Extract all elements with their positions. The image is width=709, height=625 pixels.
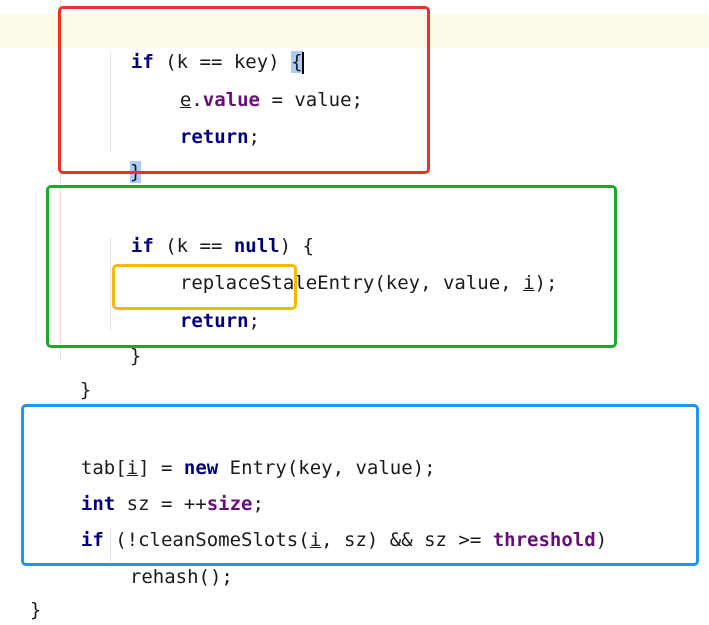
keyword-new: new bbox=[183, 457, 219, 479]
code-text: ) { bbox=[279, 235, 314, 257]
variable-i: i bbox=[126, 457, 139, 479]
field-threshold: threshold bbox=[492, 529, 596, 551]
code-text: sz = ++ bbox=[115, 493, 207, 515]
variable-e: e bbox=[179, 89, 192, 111]
field-size: size bbox=[206, 493, 253, 515]
code-line[interactable]: return; bbox=[157, 276, 260, 332]
code-text: tab[ bbox=[80, 457, 127, 479]
code-text: = value; bbox=[260, 89, 363, 111]
keyword-return: return bbox=[179, 310, 249, 332]
keyword-if: if bbox=[130, 51, 154, 73]
keyword-null: null bbox=[233, 235, 280, 257]
code-text: rehash(); bbox=[129, 566, 233, 588]
green-annotation-box bbox=[46, 185, 617, 348]
keyword-if: if bbox=[130, 235, 154, 257]
code-text: (k == key) bbox=[153, 51, 292, 73]
indent-guide bbox=[110, 528, 111, 562]
code-text: ; bbox=[252, 493, 264, 515]
closing-brace: } bbox=[129, 345, 142, 367]
closing-brace: } bbox=[79, 379, 92, 401]
variable-i: i bbox=[523, 272, 535, 294]
yellow-annotation-box bbox=[112, 264, 297, 310]
code-text: , sz) && sz >= bbox=[321, 529, 493, 551]
code-text: Entry(key, value); bbox=[218, 457, 436, 479]
variable-i: i bbox=[309, 529, 322, 551]
code-line[interactable]: int sz = ++size; bbox=[58, 459, 264, 515]
code-text: replaceStaleEntry(key, value, bbox=[179, 272, 524, 294]
code-line[interactable]: if (k == null) { bbox=[108, 201, 314, 257]
keyword-int: int bbox=[80, 493, 116, 515]
code-line[interactable]: rehash(); bbox=[107, 532, 233, 588]
keyword-return: return bbox=[179, 126, 249, 148]
field-value: value bbox=[202, 89, 260, 111]
code-line[interactable]: if (k == key) { bbox=[108, 17, 304, 74]
code-line[interactable]: tab[i] = new Entry(key, value); bbox=[58, 423, 436, 479]
closing-brace: } bbox=[29, 599, 42, 621]
indent-guide bbox=[110, 238, 111, 330]
code-line[interactable]: } bbox=[57, 345, 91, 401]
code-text: ; bbox=[248, 126, 260, 148]
code-text: ; bbox=[248, 310, 260, 332]
code-text: ] = bbox=[138, 457, 184, 479]
code-line[interactable]: e.value = value; bbox=[157, 55, 363, 111]
code-text: (!cleanSomeSlots( bbox=[103, 529, 310, 551]
code-line[interactable]: } bbox=[107, 311, 141, 367]
indent-guide bbox=[110, 52, 111, 152]
indent-guide bbox=[60, 0, 61, 360]
code-text: ) bbox=[595, 529, 608, 551]
blue-annotation-box bbox=[21, 404, 699, 566]
code-line[interactable]: if (!cleanSomeSlots(i, sz) && sz >= thre… bbox=[58, 495, 607, 551]
code-line[interactable]: replaceStaleEntry(key, value, i); bbox=[157, 238, 558, 294]
red-annotation-box bbox=[58, 6, 430, 174]
keyword-if: if bbox=[80, 529, 104, 551]
code-text: (k == bbox=[153, 235, 234, 257]
current-line-highlight bbox=[0, 14, 709, 48]
code-text: . bbox=[191, 89, 203, 111]
code-line[interactable]: } bbox=[7, 565, 41, 621]
text-caret bbox=[301, 51, 304, 74]
matched-brace: { bbox=[291, 51, 303, 73]
code-line[interactable]: return; bbox=[157, 92, 260, 148]
code-text: ); bbox=[534, 272, 558, 294]
